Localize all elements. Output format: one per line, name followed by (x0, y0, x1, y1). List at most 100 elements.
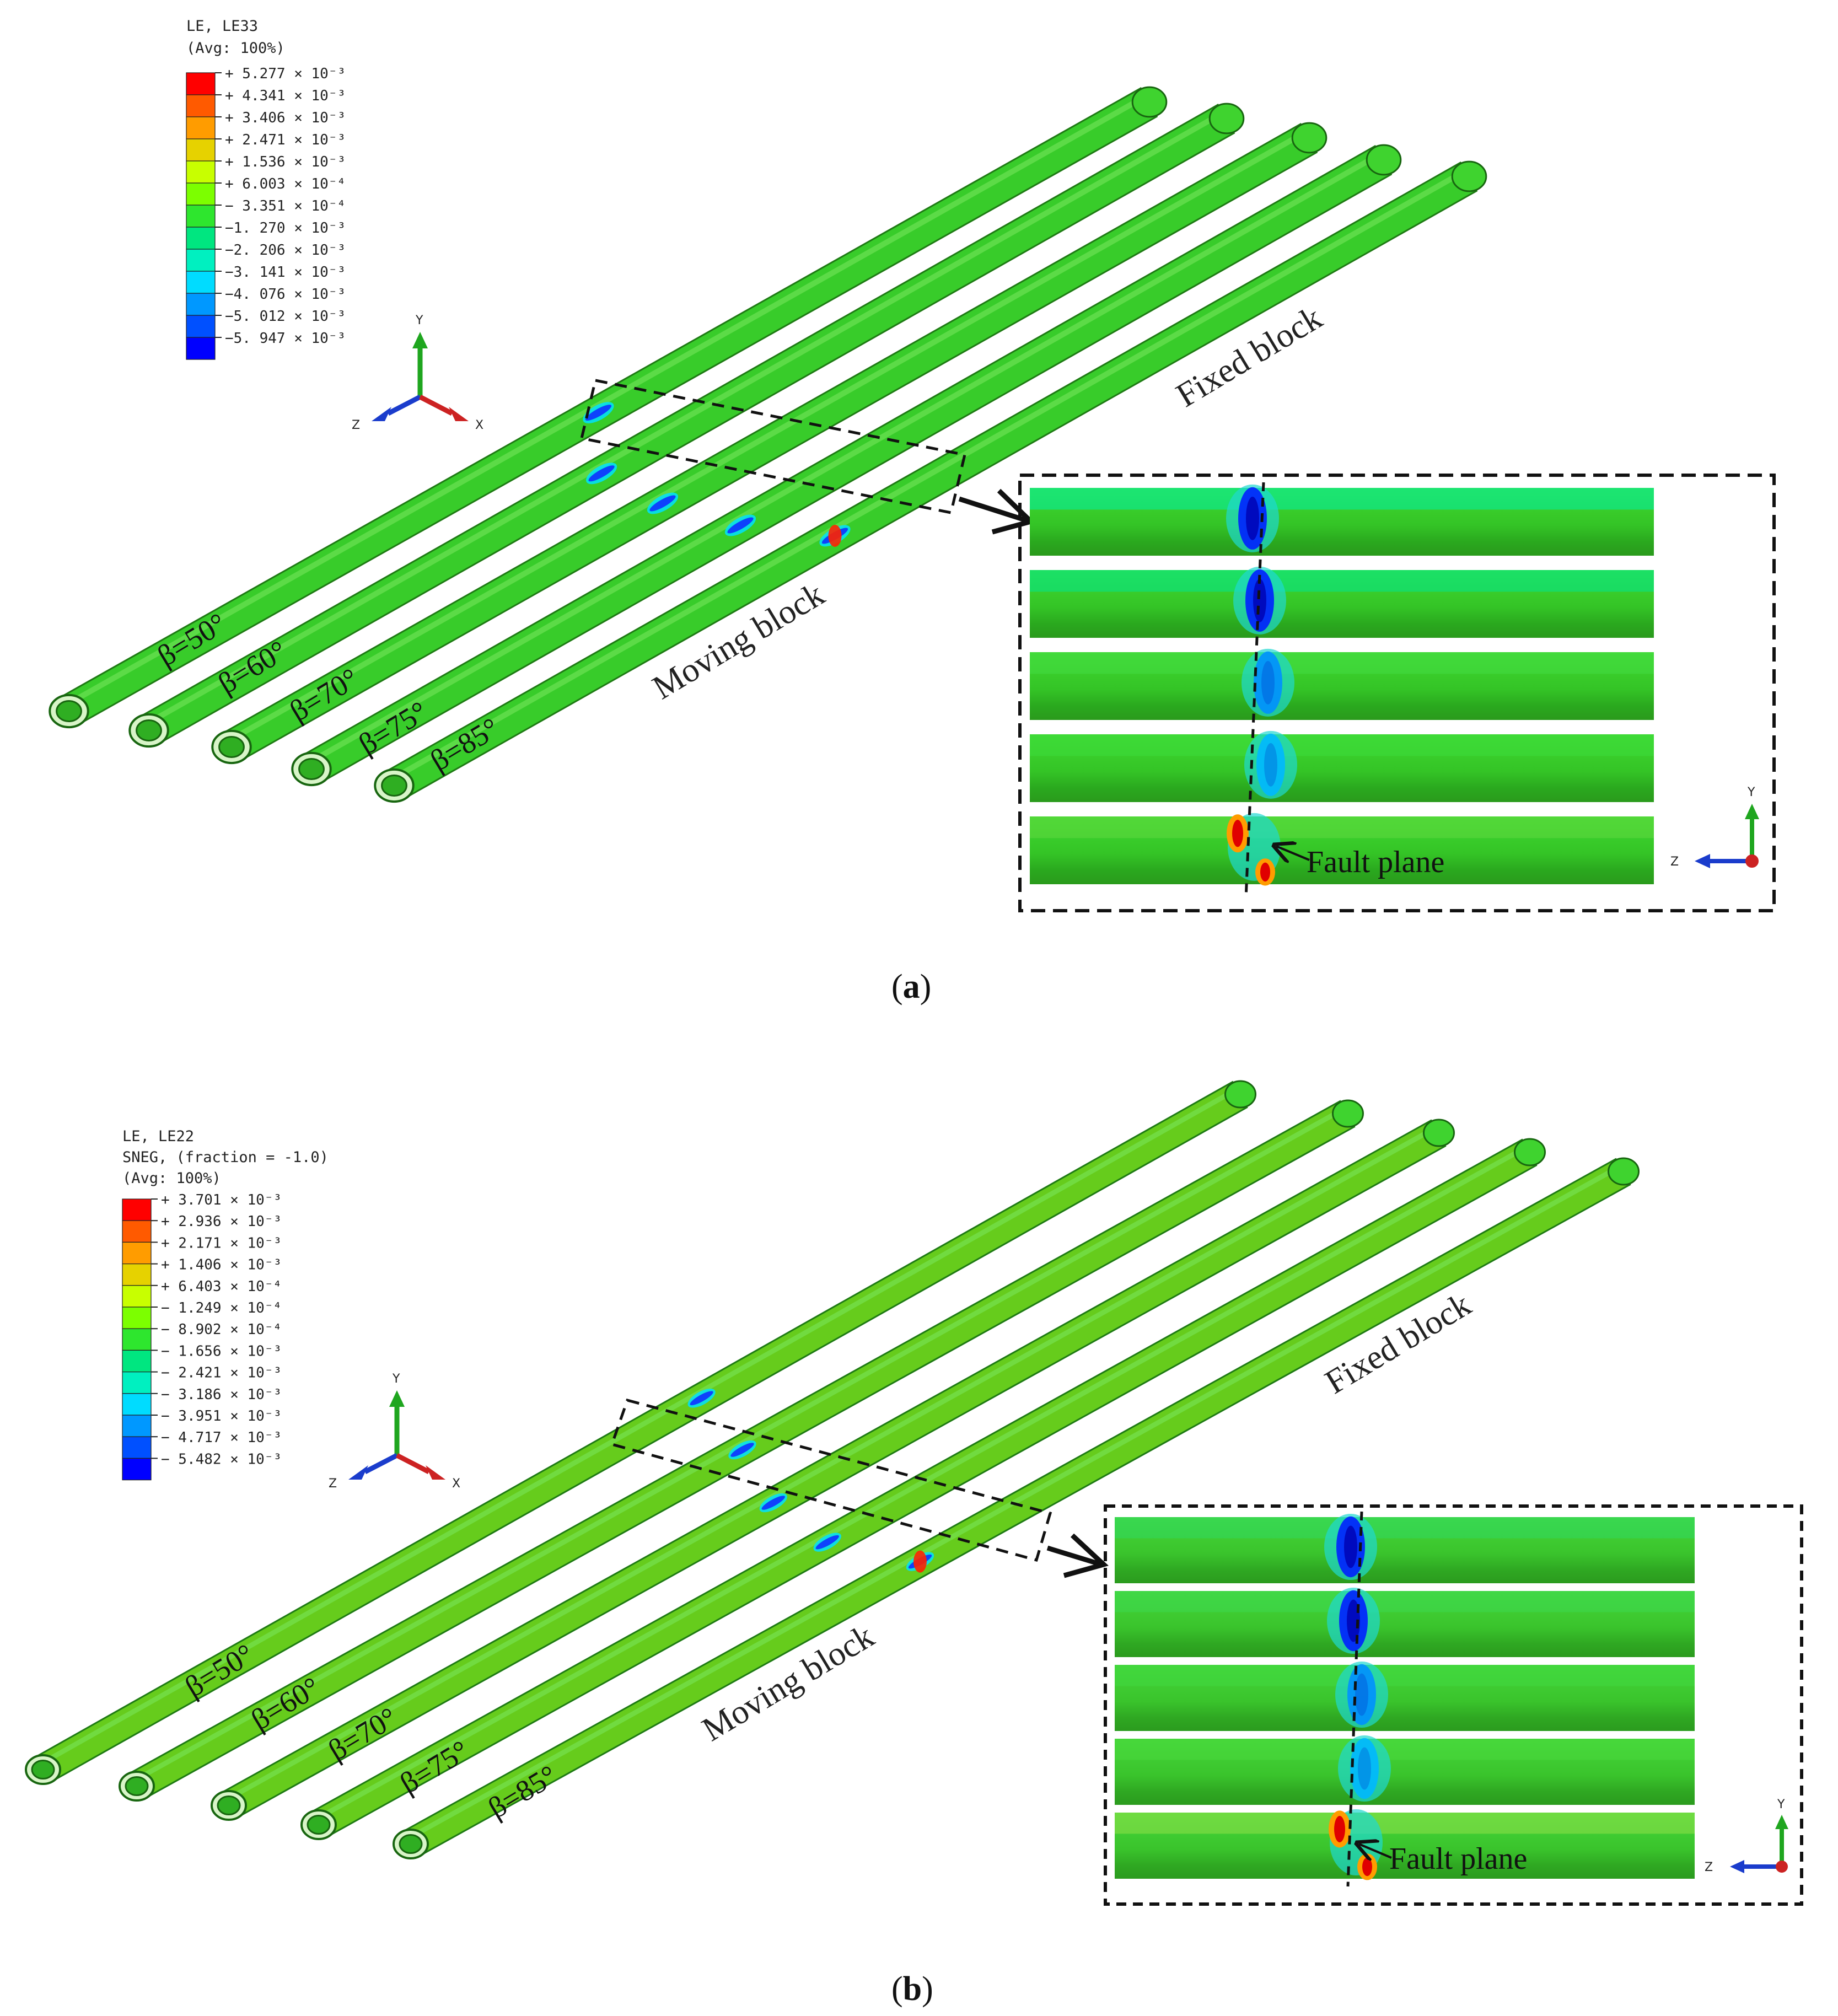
inset-strip (1115, 1588, 1695, 1657)
beta-label: β=50° (152, 606, 232, 673)
fault-region-marker (610, 1398, 1052, 1562)
beta-label: β=60° (245, 1670, 325, 1737)
legend-value: + 2.171 × 10⁻³ (161, 1235, 282, 1251)
legend-value: −1. 270 × 10⁻³ (225, 220, 346, 236)
legend-value: −3. 141 × 10⁻³ (225, 264, 346, 281)
inset-strip (1115, 1662, 1695, 1731)
legend-swatch (186, 249, 216, 272)
legend-swatch (122, 1285, 152, 1308)
legend-swatch (122, 1393, 152, 1416)
legend-value: + 6.403 × 10⁻⁴ (161, 1278, 282, 1295)
axis-y-label: Y (1777, 1798, 1785, 1811)
pipe (128, 103, 1245, 748)
axis-triad-2d: Y Z (1705, 1798, 1788, 1874)
axis-x-label: X (452, 1477, 460, 1491)
inset-strip (1030, 484, 1654, 556)
legend-swatch (186, 138, 216, 162)
legend-value: + 4.341 × 10⁻³ (225, 88, 346, 104)
legend-value: − 3.951 × 10⁻³ (161, 1408, 282, 1424)
legend-value: −5. 947 × 10⁻³ (225, 330, 346, 347)
legend-swatch (186, 227, 216, 250)
axis-y-label: Y (415, 314, 423, 327)
inset-strip (1115, 1735, 1695, 1805)
pipe (211, 1119, 1455, 1821)
legend-swatch (122, 1220, 152, 1243)
beta-label: β=70° (284, 662, 364, 728)
legend-title-line-3: (Avg: 100%) (122, 1170, 221, 1187)
legend-value: −4. 076 × 10⁻³ (225, 286, 346, 303)
legend-color-bar: + 5.277 × 10⁻³ + 4.341 × 10⁻³ + 3.406 × 10… (186, 66, 346, 360)
legend-value: − 3.351 × 10⁻⁴ (225, 198, 346, 214)
inset-strips (1030, 482, 1654, 899)
legend-swatch (186, 94, 216, 117)
legend-value: − 4.717 × 10⁻³ (161, 1429, 282, 1446)
legend-title-line-1: LE, LE22 (122, 1128, 194, 1145)
beta-label: β=85° (424, 711, 504, 777)
contour-legend: LE, LE33 (Avg: 100%) + 5.277 × 10⁻³+ 4.3… (186, 18, 346, 360)
fault-plane-label: Fault plane (1389, 1842, 1527, 1876)
inset-strip (1115, 1514, 1695, 1583)
inset-strip (1030, 648, 1654, 720)
fault-plane-label: Fault plane (1307, 845, 1444, 879)
pipe-group (49, 86, 1487, 803)
inset-strip (1030, 813, 1654, 886)
legend-title-line-2: SNEG, (fraction = -1.0) (122, 1149, 329, 1166)
fault-plane-line (1244, 482, 1265, 899)
legend-swatch (186, 271, 216, 294)
legend-value: + 5.277 × 10⁻³ (225, 66, 346, 82)
legend-swatch (186, 293, 216, 316)
axis-z-label: Z (1705, 1861, 1713, 1874)
legend-value: + 3.406 × 10⁻³ (225, 110, 346, 126)
legend-title-line-1: LE, LE33 (186, 18, 258, 35)
legend-value: + 2.936 × 10⁻³ (161, 1213, 282, 1230)
legend-swatch (186, 116, 216, 139)
legend-swatch (122, 1307, 152, 1329)
inset-frame (1018, 474, 1776, 912)
pipe (211, 122, 1328, 765)
axis-z-label: Z (352, 418, 360, 432)
axis-y-label: Y (392, 1372, 400, 1386)
legend-value: − 1.656 × 10⁻³ (161, 1343, 282, 1359)
inset-strip (1115, 1809, 1695, 1880)
legend-swatch (122, 1264, 152, 1286)
beta-label: β=50° (179, 1637, 259, 1703)
axis-x-label: X (475, 418, 483, 432)
legend-value: −2. 206 × 10⁻³ (225, 242, 346, 259)
inset-strip (1030, 566, 1654, 638)
legend-value: + 1.406 × 10⁻³ (161, 1257, 282, 1273)
pipe (25, 1080, 1256, 1785)
caption-a: (a) (891, 968, 931, 1006)
legend-swatch (122, 1458, 152, 1481)
pipe (119, 1099, 1364, 1802)
legend-swatch (122, 1328, 152, 1351)
contour-legend: LE, LE22 SNEG, (fraction = -1.0) (Avg: 1… (122, 1128, 329, 1481)
legend-value: − 1.249 × 10⁻⁴ (161, 1300, 282, 1316)
legend-swatch (122, 1241, 152, 1265)
legend-value: + 1.536 × 10⁻³ (225, 154, 346, 170)
legend-swatch (122, 1436, 152, 1459)
legend-swatch (186, 315, 216, 338)
axis-triad-3d: Y Z X (352, 314, 483, 432)
legend-value: − 5.482 × 10⁻³ (161, 1451, 282, 1467)
inset-arrow (958, 496, 1029, 524)
legend-swatch (186, 337, 216, 360)
pipe (49, 86, 1168, 729)
legend-swatch (186, 72, 216, 95)
pipe (374, 160, 1487, 803)
pipe-group (25, 1080, 1640, 1859)
legend-color-bar: + 3.701 × 10⁻³ + 2.936 × 10⁻³ + 2.171 × 10… (122, 1192, 282, 1481)
legend-swatch (122, 1415, 152, 1437)
legend-swatch (186, 205, 216, 228)
caption-b: (b) (891, 1970, 933, 2008)
panel-a: LE, LE33 (Avg: 100%) + 5.277 × 10⁻³+ 4.3… (49, 18, 1776, 1006)
legend-swatch (186, 182, 216, 206)
axis-z-label: Z (329, 1477, 337, 1491)
axis-z-label: Z (1670, 855, 1679, 869)
inset-frame (1104, 1504, 1803, 1906)
legend-swatch (122, 1350, 152, 1373)
legend-value: + 3.701 × 10⁻³ (161, 1192, 282, 1208)
fault-plane-line (1346, 1511, 1363, 1887)
inset-strip (1030, 730, 1654, 802)
pipe (291, 144, 1402, 787)
